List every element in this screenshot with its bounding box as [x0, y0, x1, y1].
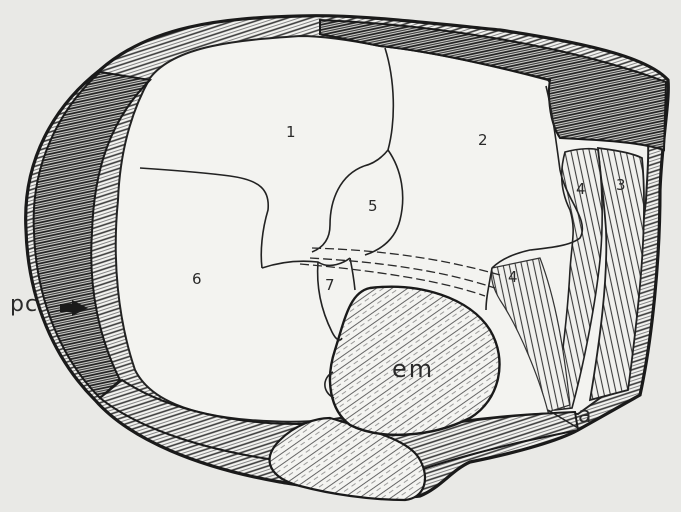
pc-label: pc	[10, 294, 38, 316]
region-7-label: 7	[325, 278, 335, 293]
region-4-upper-label: 4	[576, 182, 586, 197]
region-4-lower-label: 4	[508, 270, 518, 285]
region-5-label: 5	[368, 199, 378, 214]
em-label: em	[392, 357, 434, 381]
region-1-label: 1	[286, 125, 296, 140]
a-label: a	[578, 405, 592, 427]
region-3-label: 3	[616, 178, 626, 193]
region-2-label: 2	[478, 133, 488, 148]
region-6-label: 6	[192, 272, 202, 287]
